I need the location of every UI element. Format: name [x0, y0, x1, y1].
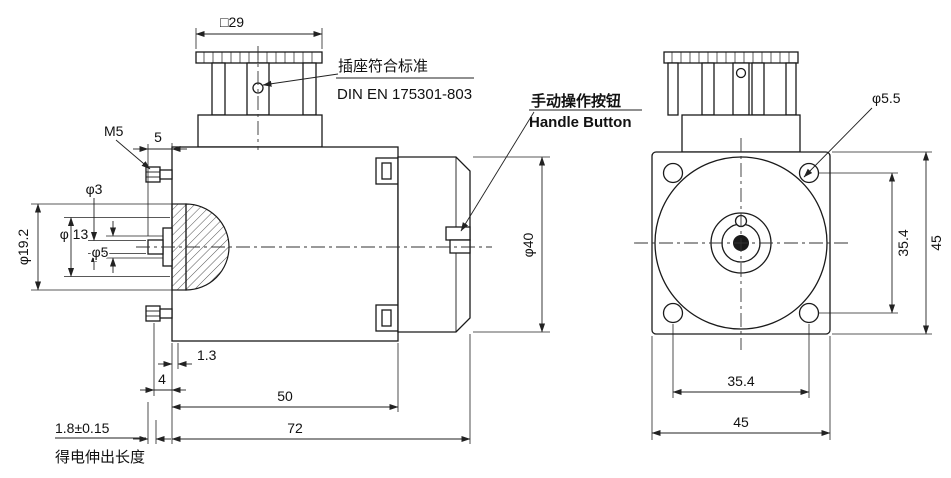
dim-45-right: 45 [832, 151, 944, 335]
corner-hole-top-left [662, 162, 684, 184]
dim-45-right-label: 45 [928, 235, 944, 251]
socket-standard-cn-label: 插座符合标准 [338, 58, 428, 75]
dim-phi13: φ 13 [58, 217, 170, 277]
dim-square29-label: □29 [220, 14, 244, 30]
dim-phi40-label: φ40 [520, 232, 536, 257]
handle-button [445, 226, 471, 254]
dim-square29: □29 [195, 14, 323, 49]
connector-cap-crimp-ticks [203, 52, 313, 63]
front-pin-inner-right [751, 62, 765, 116]
front-view-dimensions: φ5.5 35.4 45 35.4 [651, 90, 944, 440]
dim-phi5-label: φ5 [92, 244, 109, 260]
connector-base [197, 114, 323, 148]
dim-1-8: 1.8±0.15 得电伸出长度 [55, 402, 171, 466]
front-pin-hole [735, 67, 747, 79]
connector-pin-right [302, 62, 317, 116]
dim-phi5-5: φ5.5 [803, 90, 901, 178]
dim-m5-label: M5 [104, 123, 124, 139]
dim-72-label: 72 [287, 420, 303, 436]
dim-45-bottom: 45 [651, 336, 831, 440]
retainer-bottom [375, 304, 399, 332]
dim-1-3-label: 1.3 [197, 347, 217, 363]
corner-hole-top-right [798, 162, 820, 184]
front-view-object [634, 51, 848, 350]
connector-pin-left [211, 62, 226, 116]
front-pin-outer-right [785, 62, 797, 116]
stud-bottom [145, 305, 173, 322]
dim-4: 4 [140, 323, 186, 396]
dim-35-4-right: 35.4 [819, 172, 911, 314]
dim-45-bottom-label: 45 [733, 414, 749, 430]
front-connector-cap-crimp-ticks [671, 52, 790, 63]
front-connector-cap [663, 51, 799, 64]
armature-hatched-disc [185, 203, 230, 291]
dim-35-4-bottom: 35.4 [672, 324, 810, 398]
dim-35-4-bottom-label: 35.4 [727, 373, 754, 389]
dim-phi19-2-label: φ19.2 [15, 229, 31, 266]
dim-phi40: φ40 [473, 156, 550, 333]
dim-5-label: 5 [154, 129, 162, 145]
retainer-top [375, 157, 399, 185]
dim-phi3-label: φ3 [86, 181, 103, 197]
dim-1-8-label: 1.8±0.15 [55, 420, 110, 436]
dim-50-label: 50 [277, 388, 293, 404]
dim-m5: M5 [104, 123, 151, 170]
corner-hole-bottom-right [798, 302, 820, 324]
socket-standard-code-label: DIN EN 175301-803 [337, 86, 472, 103]
dim-1-3: 1.3 [158, 343, 217, 369]
dim-phi5-5-label: φ5.5 [872, 90, 901, 106]
dim-5: 5 [133, 129, 187, 236]
energized-extension-label: 得电伸出长度 [55, 449, 145, 466]
dim-50: 50 [171, 343, 399, 444]
front-pin-outer-left [667, 62, 679, 116]
dim-72: 72 [171, 334, 471, 444]
note-socket-standard: 插座符合标准 DIN EN 175301-803 [262, 58, 474, 103]
side-view-dimensions: □29 插座符合标准 DIN EN 175301-803 手动操作按钮 Hand… [15, 14, 642, 466]
dim-phi3: φ3 [84, 180, 146, 270]
front-view: φ5.5 35.4 45 35.4 [634, 51, 944, 440]
dim-phi5: φ5 [90, 221, 163, 273]
side-view-object [136, 46, 492, 342]
dim-phi19-2: φ19.2 [15, 203, 178, 291]
handle-button-cn-label: 手动操作按钮 [531, 92, 621, 110]
stud-top [145, 166, 173, 183]
note-handle-button: 手动操作按钮 Handle Button [460, 92, 642, 232]
dim-4-label: 4 [158, 371, 166, 387]
corner-hole-bottom-left [662, 302, 684, 324]
dim-35-4-right-label: 35.4 [895, 229, 911, 256]
handle-button-en-label: Handle Button [529, 114, 632, 131]
side-view: □29 插座符合标准 DIN EN 175301-803 手动操作按钮 Hand… [15, 14, 642, 466]
dim-phi13-label: φ 13 [60, 226, 89, 242]
front-pin-inner-left [701, 62, 715, 116]
